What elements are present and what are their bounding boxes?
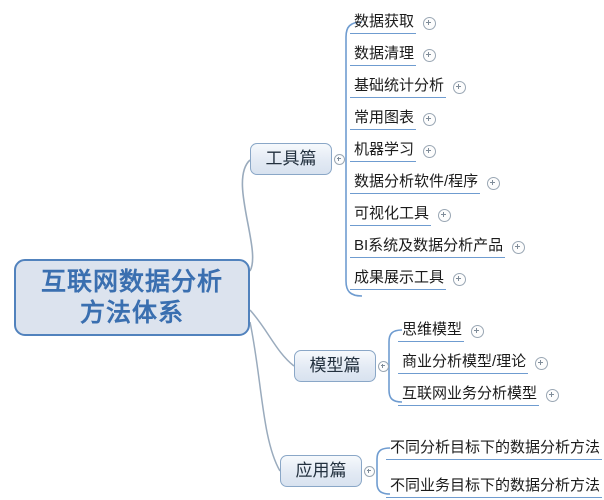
leaf-item-tools-2[interactable]: 数据清理 [350,44,437,66]
branch-node-applications[interactable]: 应用篇 [280,455,362,487]
branch-node-models[interactable]: 模型篇 [294,350,376,382]
plus-circle-icon[interactable] [535,357,549,370]
plus-circle-icon[interactable] [438,209,452,222]
plus-circle-icon[interactable] [423,17,437,30]
root-title-line-1: 互联网数据分析 [40,267,223,296]
root-node[interactable]: 互联网数据分析 方法体系 [14,259,250,336]
plus-circle-icon[interactable] [512,241,526,254]
expand-toggle-tools[interactable] [334,154,345,165]
leaf-item-tools-5[interactable]: 机器学习 [350,140,437,162]
leaf-item-models-1[interactable]: 思维模型 [398,320,485,342]
branch-label-tools: 工具篇 [265,149,317,168]
leaf-label: 商业分析模型/理论 [398,352,529,374]
leaf-label: 成果展示工具 [350,268,447,290]
leaf-label: 基础统计分析 [350,76,447,98]
plus-circle-icon[interactable] [423,113,437,126]
leaf-item-tools-8[interactable]: BI系统及数据分析产品 [350,236,526,258]
leaf-item-models-3[interactable]: 互联网业务分析模型 [398,384,560,406]
leaf-label: 互联网业务分析模型 [398,384,540,406]
leaf-item-tools-1[interactable]: 数据获取 [350,12,437,34]
leaf-label: BI系统及数据分析产品 [350,236,506,258]
expand-toggle-applications[interactable] [364,466,375,477]
leaf-label: 不同业务目标下的数据分析方法 [386,476,603,498]
root-title-line-2: 方法体系 [79,298,184,327]
leaf-item-tools-6[interactable]: 数据分析软件/程序 [350,172,501,194]
plus-circle-icon[interactable] [453,81,467,94]
leaf-item-tools-3[interactable]: 基础统计分析 [350,76,467,98]
leaf-item-tools-4[interactable]: 常用图表 [350,108,437,130]
plus-circle-icon[interactable] [423,49,437,62]
plus-circle-icon[interactable] [453,273,467,286]
plus-circle-icon[interactable] [423,145,437,158]
leaf-label: 数据分析软件/程序 [350,172,481,194]
leaf-item-models-2[interactable]: 商业分析模型/理论 [398,352,549,374]
leaf-label: 数据清理 [350,44,417,66]
leaf-label: 数据获取 [350,12,417,34]
branch-label-models: 模型篇 [309,356,361,375]
plus-circle-icon[interactable] [546,389,560,402]
leaf-label: 可视化工具 [350,204,432,226]
branch-node-tools[interactable]: 工具篇 [250,143,332,175]
plus-circle-icon[interactable] [487,177,501,190]
leaf-item-applications-1[interactable]: 不同分析目标下的数据分析方法 [386,438,604,460]
leaf-item-tools-7[interactable]: 可视化工具 [350,204,452,226]
leaf-label: 机器学习 [350,140,417,162]
expand-toggle-models[interactable] [378,361,389,372]
leaf-label: 常用图表 [350,108,417,130]
leaf-label: 思维模型 [398,320,465,342]
leaf-item-tools-9[interactable]: 成果展示工具 [350,268,467,290]
leaf-item-applications-2[interactable]: 不同业务目标下的数据分析方法 [386,476,604,498]
branch-label-applications: 应用篇 [295,461,347,480]
plus-circle-icon[interactable] [471,325,485,338]
leaf-label: 不同分析目标下的数据分析方法 [386,438,603,460]
